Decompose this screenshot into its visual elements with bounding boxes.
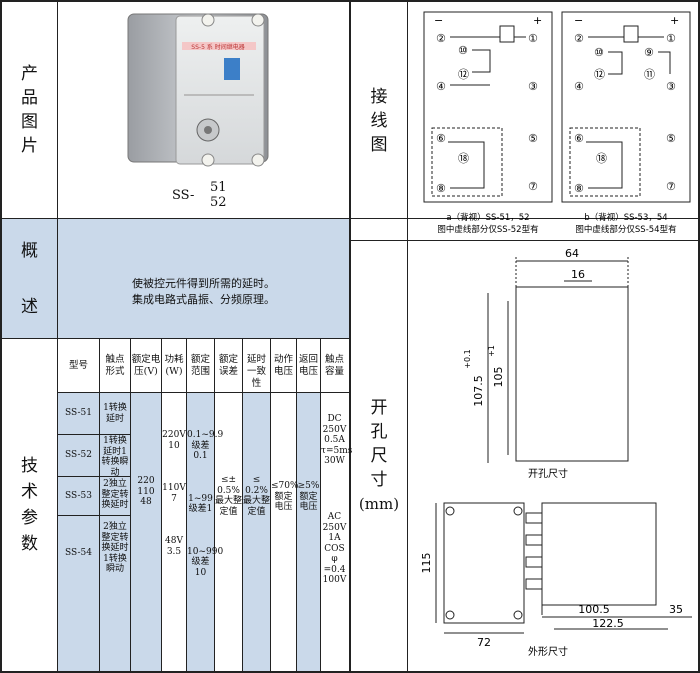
svg-text:⑱: ⑱ bbox=[458, 152, 469, 165]
svg-text:①: ① bbox=[528, 32, 538, 45]
cutout-label: 开孔尺寸 (mm) bbox=[358, 398, 400, 513]
model-ss51: SS-51 bbox=[65, 408, 92, 418]
return-voltage-column-bg bbox=[296, 393, 320, 671]
svg-text:a（背视）SS-51，52: a（背视）SS-51，52 bbox=[446, 212, 529, 223]
svg-text:图中虚线部分仅SS-54型有: 图中虚线部分仅SS-54型有 bbox=[575, 224, 676, 235]
svg-text:+1: +1 bbox=[487, 345, 496, 357]
svg-text:+: + bbox=[670, 14, 679, 27]
svg-text:⑫: ⑫ bbox=[458, 68, 469, 81]
svg-text:⑦: ⑦ bbox=[666, 180, 676, 193]
model-prefix: SS- bbox=[172, 188, 195, 203]
svg-text:115: 115 bbox=[420, 553, 433, 574]
svg-text:①: ① bbox=[666, 32, 676, 45]
svg-text:④: ④ bbox=[574, 80, 584, 93]
device-tag: SS-5 系 时间继电器 bbox=[191, 43, 244, 51]
model-ss54: SS-54 bbox=[65, 548, 92, 558]
svg-text:72: 72 bbox=[477, 636, 491, 649]
svg-text:图中虚线部分仅SS-52型有: 图中虚线部分仅SS-52型有 bbox=[437, 224, 538, 235]
header-consistency: 延时一致性 bbox=[246, 354, 266, 389]
svg-text:开孔尺寸: 开孔尺寸 bbox=[528, 467, 568, 480]
svg-text:−: − bbox=[574, 14, 583, 27]
svg-text:⑥: ⑥ bbox=[436, 132, 446, 145]
overview-bg bbox=[58, 219, 349, 338]
svg-text:④: ④ bbox=[436, 80, 446, 93]
header-error: 额定误差 bbox=[218, 354, 238, 377]
wiring-diagrams: − + ② ① ⑩ ⑫ ④ ③ ⑥ ⑱ ⑧ ⑤ ⑦ a（背视）SS-51，52 … bbox=[423, 11, 691, 235]
svg-text:105: 105 bbox=[492, 367, 505, 388]
svg-text:107.5: 107.5 bbox=[472, 375, 485, 407]
header-contact: 触点形式 bbox=[105, 354, 125, 377]
product-image-label: 产品图片 bbox=[21, 64, 38, 156]
specs-label: 技术参数 bbox=[21, 456, 38, 554]
svg-text:⑫: ⑫ bbox=[594, 68, 605, 81]
svg-text:122.5: 122.5 bbox=[592, 617, 624, 630]
contact-ss53: 2独立整定转换延时 bbox=[101, 479, 129, 510]
svg-text:b（背视）SS-53，54: b（背视）SS-53，54 bbox=[584, 212, 667, 223]
overview-label-bg bbox=[1, 219, 58, 338]
contact-ss54: 2独立整定转换延时1转换瞬动 bbox=[101, 522, 129, 574]
svg-text:③: ③ bbox=[528, 80, 538, 93]
svg-text:35: 35 bbox=[669, 603, 683, 616]
svg-text:外形尺寸: 外形尺寸 bbox=[528, 645, 568, 658]
model-ss53: SS-53 bbox=[65, 491, 92, 501]
model-ss52: SS-52 bbox=[65, 450, 92, 460]
svg-text:⑨: ⑨ bbox=[644, 46, 654, 59]
svg-text:64: 64 bbox=[565, 247, 579, 260]
svg-text:⑩: ⑩ bbox=[594, 46, 604, 59]
svg-text:−: − bbox=[434, 14, 443, 27]
header-return-voltage: 返回电压 bbox=[298, 354, 318, 377]
svg-text:⑤: ⑤ bbox=[666, 132, 676, 145]
svg-text:②: ② bbox=[436, 32, 446, 45]
svg-text:+: + bbox=[533, 14, 542, 27]
voltage-column-bg bbox=[130, 393, 161, 671]
svg-text:⑥: ⑥ bbox=[574, 132, 584, 145]
svg-text:⑧: ⑧ bbox=[574, 182, 584, 195]
svg-text:100.5: 100.5 bbox=[578, 603, 610, 616]
svg-text:⑩: ⑩ bbox=[458, 44, 468, 57]
svg-text:+0.1: +0.1 bbox=[463, 349, 472, 368]
svg-text:⑧: ⑧ bbox=[436, 182, 446, 195]
range-column-bg bbox=[186, 393, 214, 671]
svg-text:⑪: ⑪ bbox=[644, 68, 655, 81]
error-values: ≤±0.5%最大整定值 bbox=[215, 475, 243, 517]
svg-text:16: 16 bbox=[571, 268, 585, 281]
dimension-drawings: 64 16 107.5 +0.1 105 +1 开孔尺寸 115 72 100.… bbox=[420, 247, 692, 658]
overview-label: 概述 bbox=[21, 240, 38, 317]
svg-text:②: ② bbox=[574, 32, 584, 45]
svg-text:⑤: ⑤ bbox=[528, 132, 538, 145]
model-column-bg bbox=[58, 393, 130, 671]
contact-ss52: 1转换延时1转换瞬动 bbox=[101, 436, 129, 478]
header-action-voltage: 动作电压 bbox=[273, 354, 293, 377]
action-voltage-values: ≤70%额定电压 bbox=[271, 481, 299, 512]
header-capacity: 触点容量 bbox=[324, 354, 344, 377]
contact-ss51: 1转换延时 bbox=[103, 403, 127, 424]
svg-text:⑱: ⑱ bbox=[596, 152, 607, 165]
product-photo: SS-5 系 时间继电器 bbox=[127, 13, 269, 167]
header-range: 额定范围 bbox=[190, 354, 210, 377]
header-model: 型号 bbox=[68, 360, 88, 371]
consistency-values: ≤0.2%最大整定值 bbox=[243, 475, 271, 517]
wiring-label: 接线图 bbox=[370, 87, 388, 155]
overview-text: 使被控元件得到所需的延时。 集成电路式晶振、分频原理。 bbox=[132, 277, 275, 306]
header-power: 功耗(W) bbox=[164, 354, 184, 377]
return-voltage-values: ≥5%额定电压 bbox=[297, 481, 320, 512]
svg-text:③: ③ bbox=[666, 80, 676, 93]
consistency-column-bg bbox=[242, 393, 270, 671]
svg-text:⑦: ⑦ bbox=[528, 180, 538, 193]
header-voltage: 额定电压(V) bbox=[131, 354, 161, 377]
